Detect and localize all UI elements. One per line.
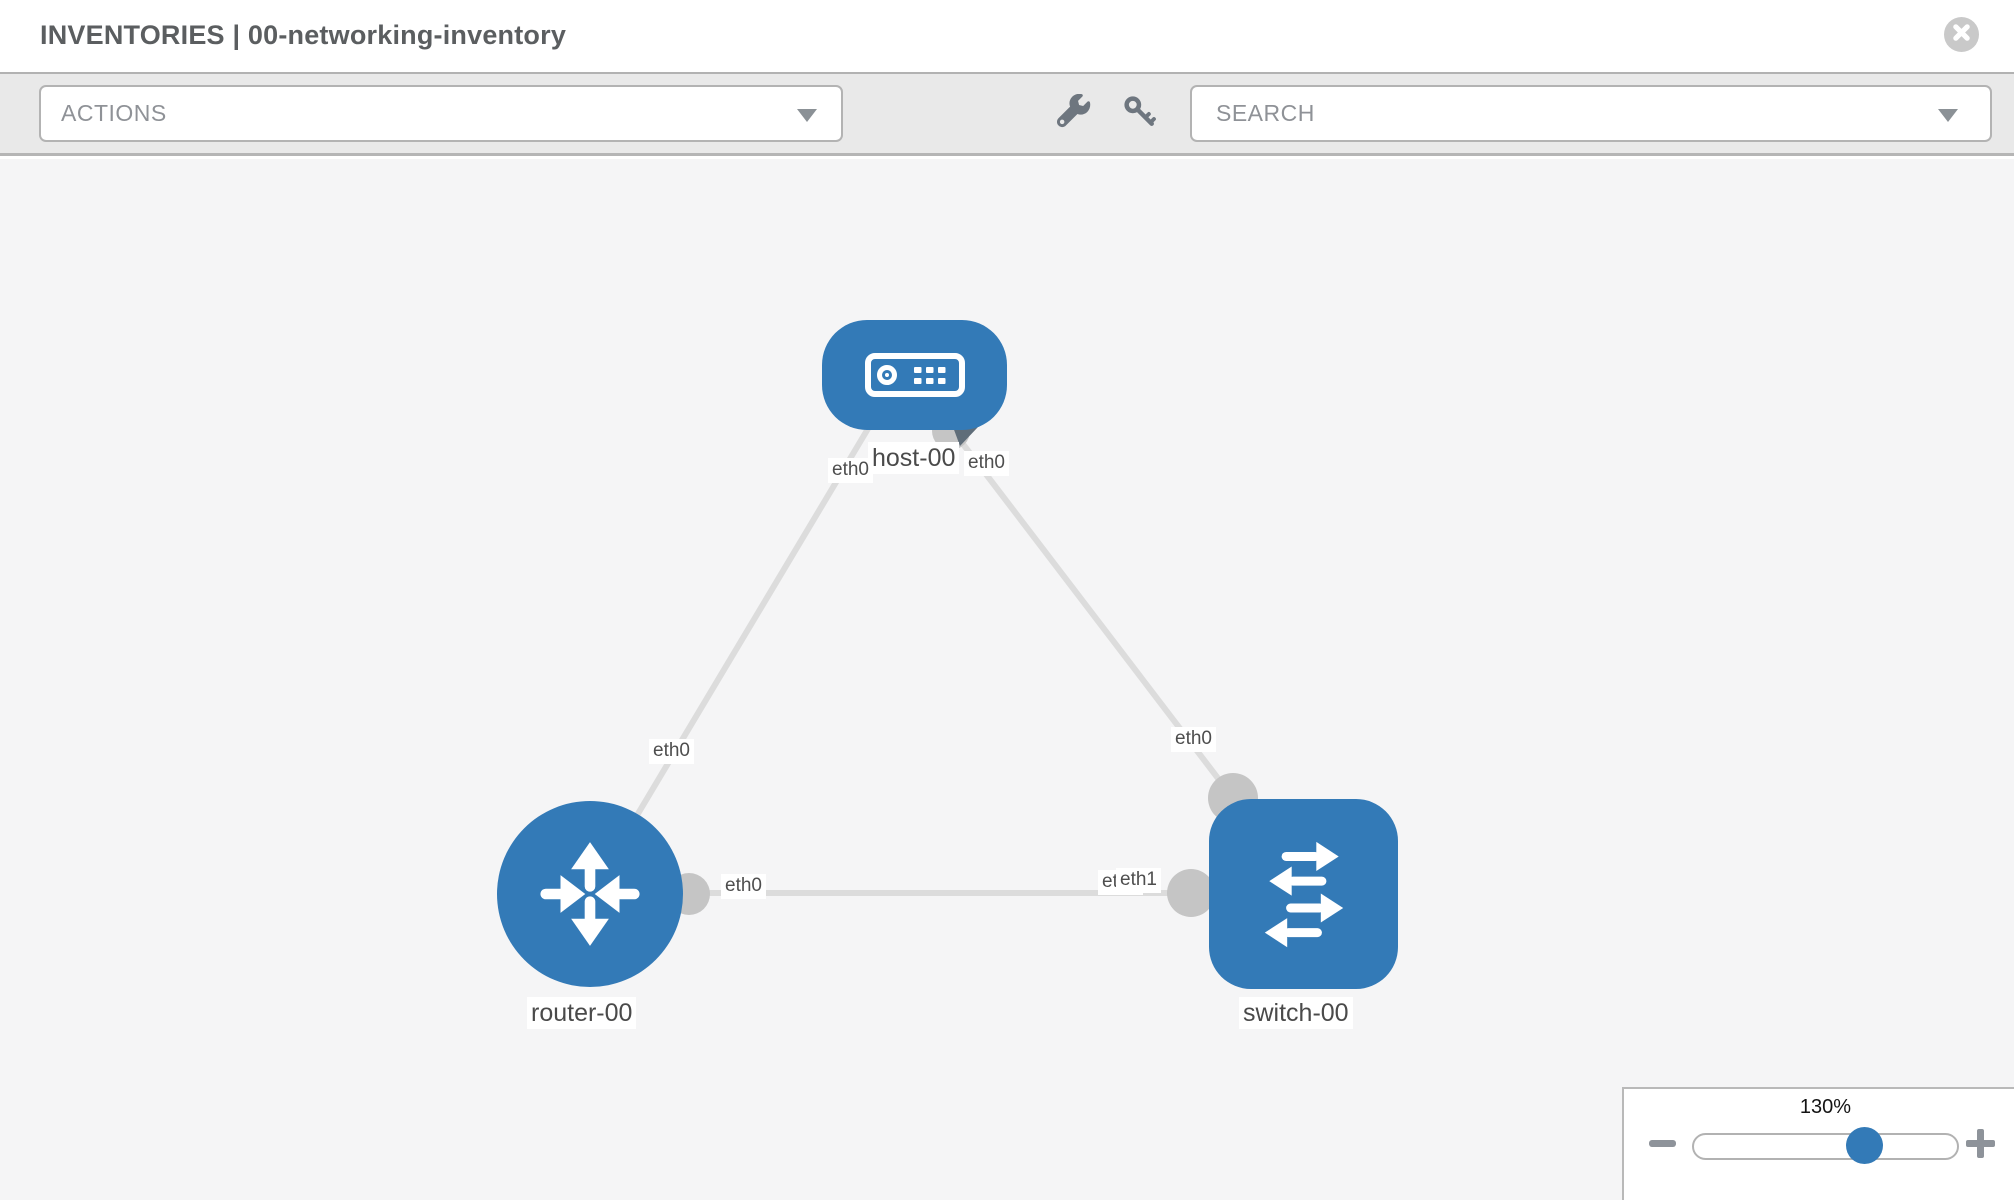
search-dropdown-label: SEARCH <box>1216 100 1315 126</box>
topology-links-layer <box>587 412 1258 917</box>
interface-label-host-eth0: eth0 <box>828 458 873 483</box>
node-host-00[interactable] <box>822 320 1007 430</box>
zoom-panel: 130% <box>1622 1087 2014 1200</box>
interface-label-router-eth0: eth0 <box>721 874 766 899</box>
close-button[interactable] <box>1944 17 1979 52</box>
switch-icon <box>1248 838 1360 950</box>
configure-button[interactable] <box>1050 90 1098 138</box>
zoom-level-value: 130% <box>1799 1096 1852 1118</box>
page-title: INVENTORIES | 00-networking-inventory <box>40 20 567 50</box>
node-switch-00[interactable] <box>1209 799 1398 989</box>
actions-dropdown-label: ACTIONS <box>61 100 167 126</box>
close-icon <box>1953 23 1970 46</box>
chevron-down-icon <box>797 109 817 122</box>
interface-connector-switch-left <box>1167 869 1215 917</box>
key-icon <box>1122 94 1158 135</box>
router-icon <box>531 835 649 953</box>
node-label-switch-00: switch-00 <box>1239 997 1353 1029</box>
interface-label-router-eth0: eth0 <box>649 739 694 764</box>
node-label-router-00: router-00 <box>527 997 637 1029</box>
zoom-out-button[interactable] <box>1644 1125 1680 1161</box>
wrench-icon <box>1056 93 1092 135</box>
node-router-00[interactable] <box>497 801 683 987</box>
toolbar: ACTIONS SEARCH <box>0 72 2014 156</box>
zoom-out-icon <box>1648 1139 1676 1147</box>
topology-canvas[interactable]: host-00 router-00 switch-00 eth0 eth0 et… <box>0 159 2014 1200</box>
interface-label-switch-eth1: eth1 <box>1116 868 1161 893</box>
search-dropdown[interactable]: SEARCH <box>1190 85 1992 142</box>
host-icon <box>864 352 966 398</box>
zoom-in-button[interactable] <box>1962 1125 1998 1161</box>
node-label-host-00: host-00 <box>868 442 960 474</box>
chevron-down-icon <box>1938 109 1958 122</box>
header: INVENTORIES | 00-networking-inventory <box>0 0 2014 72</box>
zoom-in-icon <box>1965 1128 1995 1158</box>
credentials-button[interactable] <box>1116 90 1164 138</box>
interface-label-host-eth0: eth0 <box>964 451 1009 476</box>
interface-label-switch-eth0: eth0 <box>1171 727 1216 752</box>
zoom-slider-handle[interactable] <box>1846 1127 1883 1164</box>
actions-dropdown[interactable]: ACTIONS <box>39 85 843 142</box>
zoom-slider-track[interactable] <box>1692 1133 1959 1160</box>
selection-pointer-icon <box>953 427 978 446</box>
